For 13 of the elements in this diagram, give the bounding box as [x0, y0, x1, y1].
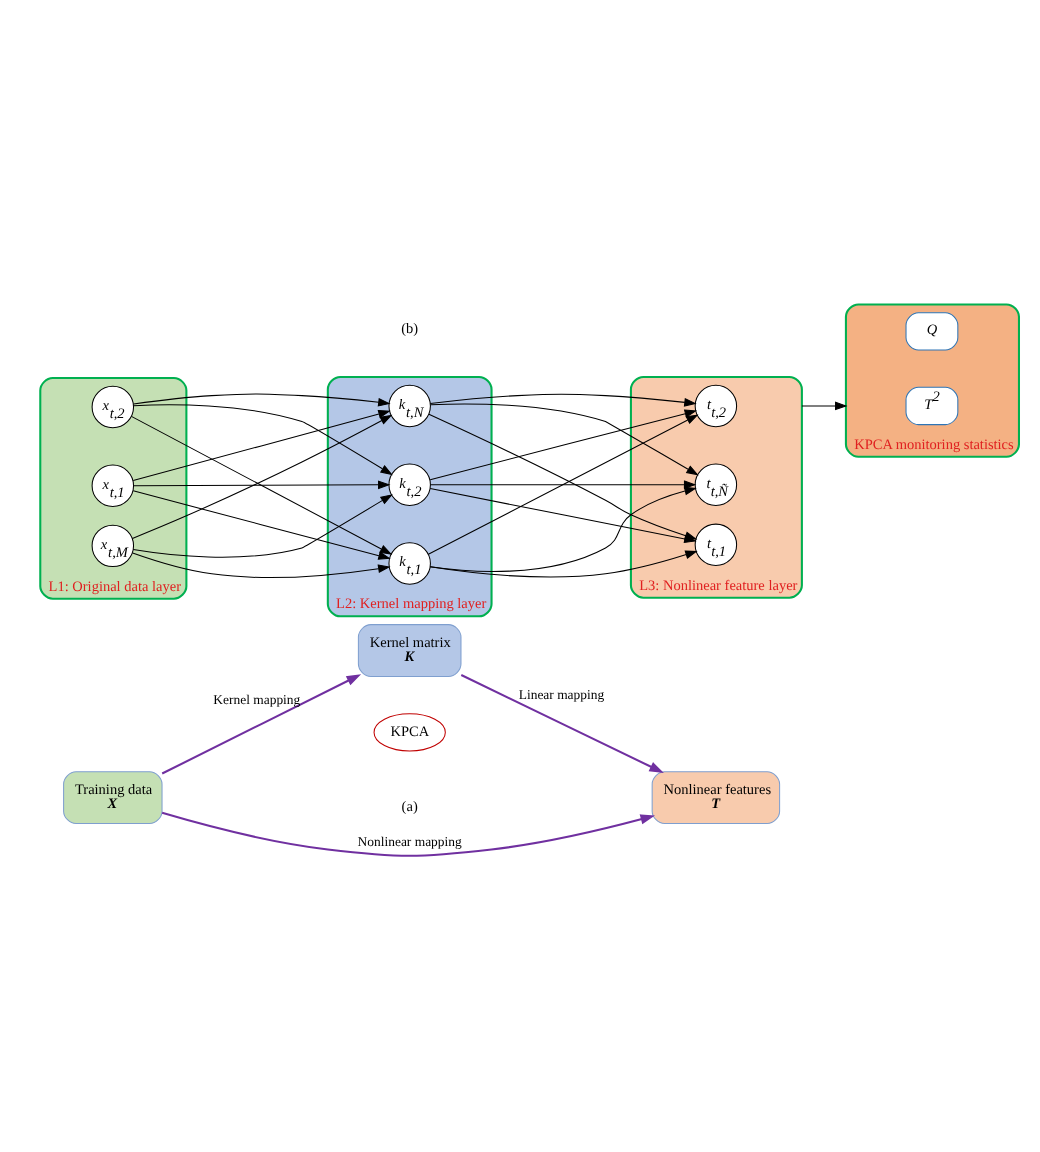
arrow	[161, 674, 362, 775]
arrow	[133, 393, 391, 407]
arrow	[430, 480, 697, 490]
cluster	[629, 375, 803, 599]
arrow	[161, 811, 655, 857]
arrow	[801, 401, 848, 411]
arrow	[460, 674, 664, 773]
arrow	[429, 393, 697, 407]
arrow	[132, 552, 391, 578]
cluster	[39, 376, 188, 600]
cluster	[844, 303, 1020, 458]
arrow	[133, 480, 391, 490]
cluster	[326, 375, 493, 618]
